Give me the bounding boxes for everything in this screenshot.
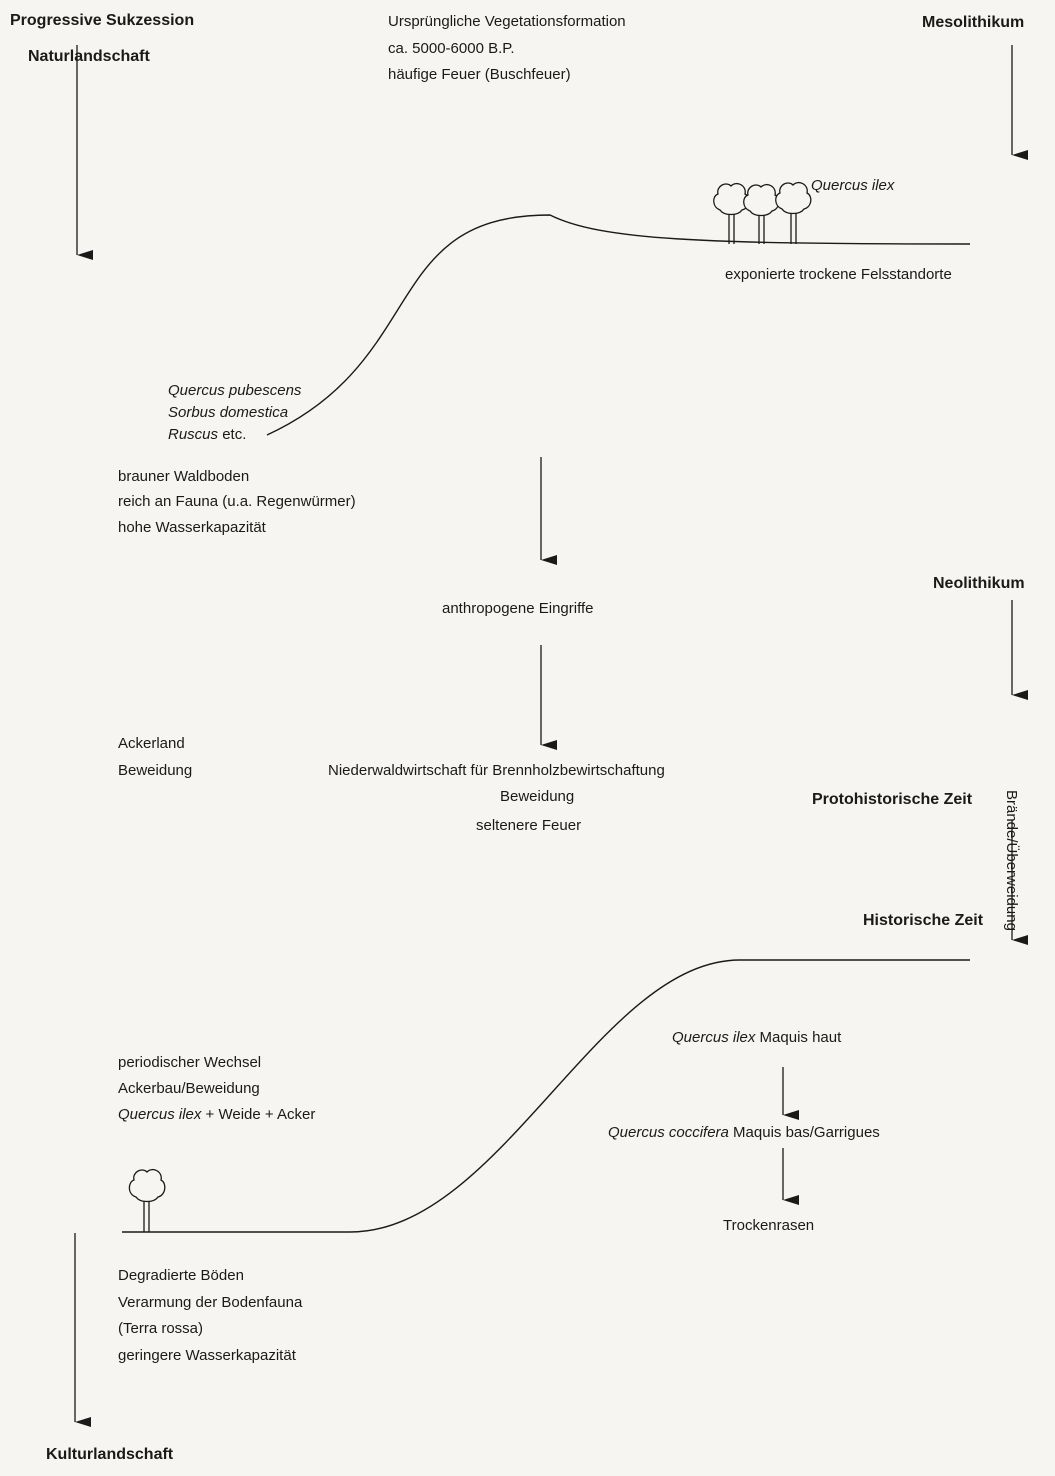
tree-icon	[713, 182, 750, 244]
period-neolithikum: Neolithikum	[933, 575, 1025, 592]
label-anthropogen: anthropogene Eingriffe	[442, 600, 594, 617]
maquis-bas-species: Quercus coccifera	[608, 1124, 729, 1141]
maquis-haut-species: Quercus ilex	[672, 1029, 756, 1046]
label-quercus-ilex-top: Quercus ilex	[811, 177, 895, 194]
period-mesolithikum: Mesolithikum	[922, 14, 1025, 31]
label-felsstandorte: exponierte trockene Felsstandorte	[725, 266, 952, 283]
species-sorbus-domestica: Sorbus domestica	[168, 404, 289, 421]
maquis-haut-text: Maquis haut	[755, 1029, 842, 1046]
title-progressive-sukzession: Progressive Sukzession	[10, 12, 195, 29]
label-kulturlandschaft: Kulturlandschaft	[46, 1446, 174, 1463]
species-quercus-pubescens: Quercus pubescens	[168, 382, 302, 399]
species-ruscus-etc: etc.	[218, 426, 247, 443]
label-trockenrasen: Trockenrasen	[723, 1217, 815, 1234]
tree-icon	[775, 181, 812, 244]
species-ruscus-name: Ruscus	[168, 426, 219, 443]
tree-icon	[743, 183, 780, 244]
label-niederwald: Niederwaldwirtschaft für Brennholzbewirt…	[328, 762, 665, 779]
degr-line-2: Verarmung der Bodenfauna	[118, 1294, 303, 1311]
label-feuer: seltenere Feuer	[476, 817, 582, 834]
origin-line-3: häufige Feuer (Buschfeuer)	[388, 66, 571, 83]
lower-succession-curve	[122, 959, 970, 1233]
label-beweidung-center: Beweidung	[500, 788, 575, 805]
label-braende-ueberweidung: Brände/Überweidung	[1003, 790, 1020, 931]
maquis-bas-text: Maquis bas/Garrigues	[728, 1124, 880, 1141]
label-ackerland: Ackerland	[118, 735, 185, 752]
wechsel-line-3: Quercus ilex + Weide + Acker	[118, 1104, 315, 1126]
soil-line-2: reich an Fauna (u.a. Regenwürmer)	[118, 493, 356, 510]
soil-line-3: hohe Wasserkapazität	[118, 519, 266, 536]
label-beweidung-left: Beweidung	[118, 762, 193, 779]
wechsel-quercus-ilex: Quercus ilex	[118, 1106, 202, 1123]
label-maquis-bas: Quercus coccifera Maquis bas/Garrigues	[608, 1122, 880, 1144]
degr-line-3: (Terra rossa)	[118, 1320, 204, 1337]
degr-line-4: geringere Wasserkapazität	[118, 1347, 296, 1364]
origin-line-2: ca. 5000-6000 B.P.	[388, 40, 515, 57]
wechsel-line-2: Ackerbau/Beweidung	[118, 1080, 260, 1097]
wechsel-line-1: periodischer Wechsel	[118, 1054, 262, 1071]
upper-succession-curve	[266, 214, 971, 436]
label-naturlandschaft: Naturlandschaft	[28, 48, 150, 65]
tree-icon	[128, 1168, 166, 1232]
wechsel-weide-acker: + Weide + Acker	[201, 1106, 316, 1123]
period-historisch: Historische Zeit	[863, 912, 984, 929]
period-protohistorisch: Protohistorische Zeit	[812, 791, 973, 808]
tree-icon-group-upper	[713, 181, 812, 244]
species-ruscus: Ruscus etc.	[168, 424, 246, 446]
degr-line-1: Degradierte Böden	[118, 1267, 244, 1284]
origin-line-1: Ursprüngliche Vegetationsformation	[388, 13, 626, 30]
soil-line-1: brauner Waldboden	[118, 468, 250, 485]
label-maquis-haut: Quercus ilex Maquis haut	[672, 1027, 841, 1049]
